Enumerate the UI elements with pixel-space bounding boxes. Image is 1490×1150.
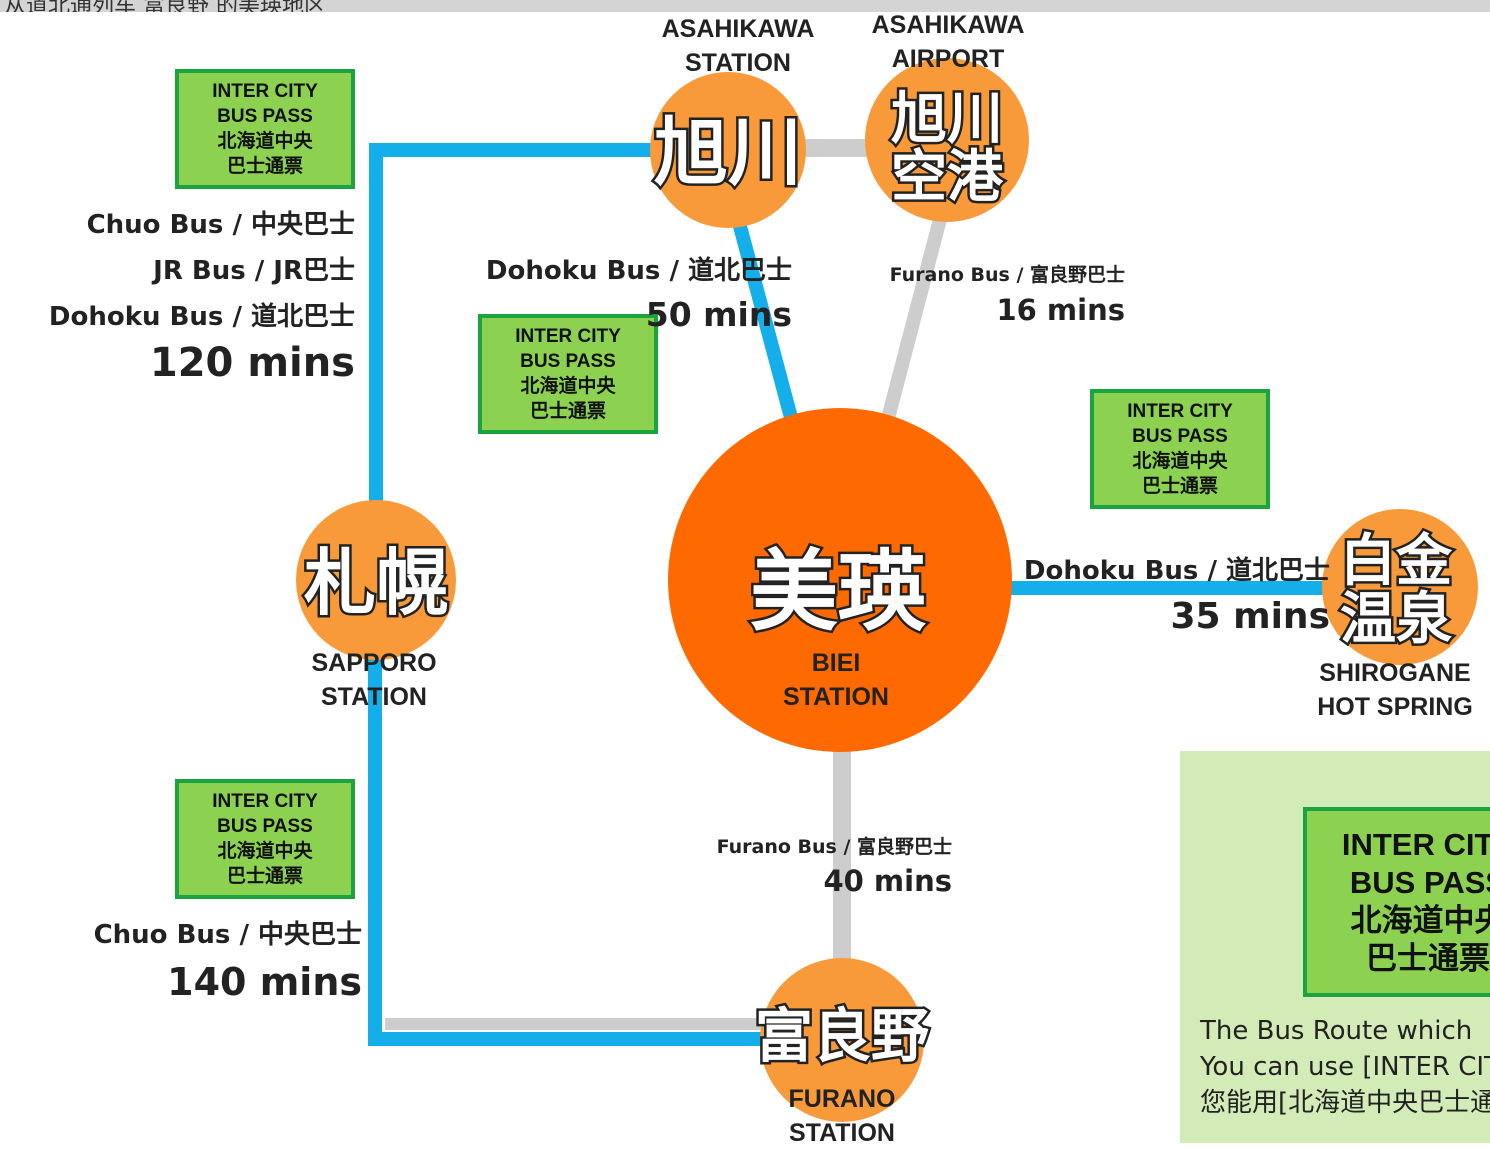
kanji-furano: 富良野	[755, 1002, 929, 1070]
route-operator: Chuo Bus / 中央巴士	[93, 920, 362, 950]
pass-line2: BUS PASS	[1132, 426, 1228, 447]
legend-pass-badge: INTER CITY BUS PASS 北海道中央 巴士通票	[1303, 807, 1490, 997]
banner-title: 从道北通列车 富良野 的美瑛地区	[4, 0, 326, 12]
pass-line3: 北海道中央	[217, 841, 313, 862]
pass-line4: 巴士通票	[226, 156, 303, 177]
pass-line2: BUS PASS	[217, 106, 313, 127]
kanji-sapporo: 札幌	[304, 541, 448, 625]
legend-pass-line3: 北海道中央	[1350, 903, 1490, 938]
pass-line2: BUS PASS	[520, 351, 616, 372]
route-operator: Dohoku Bus / 道北巴士	[1023, 556, 1330, 586]
route-line-asahikawa-biei	[726, 198, 800, 427]
pass-line2: BUS PASS	[217, 816, 313, 837]
legend-panel: INTER CITY BUS PASS 北海道中央 巴士通票 The Bus R…	[1180, 751, 1490, 1143]
station-name-airport: ASAHIKAWA AIRPORT	[871, 11, 1025, 73]
station-circle-airport[interactable]	[865, 58, 1029, 222]
station-name-sapporo: SAPPORO STATION	[311, 649, 437, 711]
kanji-airport-line2: 空港	[891, 145, 1004, 210]
station-name-asahikawa: ASAHIKAWA STATION	[661, 15, 815, 77]
station-circle-shirogane[interactable]	[1322, 509, 1478, 665]
route-operator: Dohoku Bus / 道北巴士	[485, 256, 792, 286]
route-line-sapporo-furano	[368, 640, 780, 1046]
legend-pass-line4: 巴士通票	[1366, 941, 1490, 976]
pass-line4: 巴士通票	[529, 401, 606, 422]
route-line-airport-biei	[878, 198, 952, 432]
station-name-shirogane: SHIROGANE HOT SPRING	[1317, 659, 1473, 721]
station-circle-biei[interactable]	[668, 408, 1012, 752]
pass-line1: INTER CITY	[212, 81, 318, 102]
pass-line1: INTER CITY	[1127, 401, 1233, 422]
route-duration: 16 mins	[996, 293, 1125, 327]
route-duration: 40 mins	[823, 864, 952, 898]
kanji-airport-line1: 旭川	[891, 87, 1003, 152]
route-duration: 35 mins	[1170, 596, 1330, 637]
pass-line1: INTER CITY	[212, 791, 318, 812]
route-line-sapporo-asahikawa	[369, 143, 720, 560]
station-circle-asahikawa[interactable]	[650, 72, 806, 228]
route-operator: Furano Bus / 富良野巴士	[716, 836, 952, 858]
kanji-biei: 美瑛	[750, 540, 926, 643]
route-operator: Chuo Bus / 中央巴士	[86, 210, 355, 240]
pass-line1: INTER CITY	[515, 326, 621, 347]
legend-text-line1: The Bus Route which	[1200, 1016, 1473, 1046]
pass-line3: 北海道中央	[520, 376, 616, 397]
route-duration: 140 mins	[167, 960, 362, 1004]
legend-pass-line1: INTER CITY	[1341, 827, 1490, 862]
legend-text: The Bus Route which You can use [INTER C…	[1200, 1013, 1490, 1121]
route-operator: JR Bus / JR巴士	[153, 256, 355, 286]
pass-line4: 巴士通票	[1141, 476, 1218, 497]
kanji-asahikawa: 旭川	[654, 110, 802, 196]
station-circle-sapporo[interactable]	[296, 500, 456, 660]
route-operator: Dohoku Bus / 道北巴士	[48, 302, 355, 332]
station-circle-furano[interactable]	[760, 958, 924, 1122]
route-duration: 50 mins	[645, 295, 792, 334]
pass-badge-sapporo-asahikawa: INTER CITY BUS PASS 北海道中央 巴士通票	[175, 69, 355, 189]
pass-line4: 巴士通票	[226, 866, 303, 887]
station-name-biei: BIEI STATION	[782, 649, 889, 711]
pass-badge-asahikawa-biei: INTER CITY BUS PASS 北海道中央 巴士通票	[478, 314, 658, 434]
route-duration: 120 mins	[149, 340, 355, 386]
kanji-shirogane-line1: 白金	[1340, 529, 1453, 594]
pass-line3: 北海道中央	[1132, 451, 1228, 472]
pass-line3: 北海道中央	[217, 131, 313, 152]
top-banner: 从道北通列车 富良野 的美瑛地区	[0, 0, 1490, 12]
legend-text-line2: You can use [INTER CITY BUS PASS]	[1200, 1052, 1490, 1082]
pass-badge-biei-shirogane: INTER CITY BUS PASS 北海道中央 巴士通票	[1090, 389, 1270, 509]
pass-badge-sapporo-furano: INTER CITY BUS PASS 北海道中央 巴士通票	[175, 779, 355, 899]
route-operator: Furano Bus / 富良野巴士	[889, 264, 1125, 286]
legend-pass-line2: BUS PASS	[1349, 865, 1490, 900]
station-name-furano: FURANO STATION	[788, 1085, 896, 1147]
kanji-shirogane-line2: 温泉	[1340, 587, 1452, 652]
